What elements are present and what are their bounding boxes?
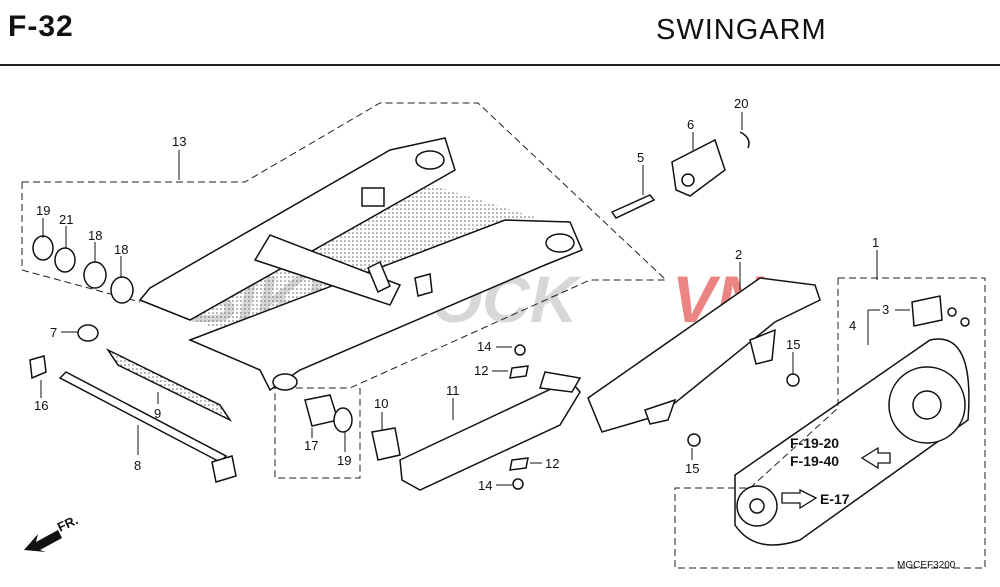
frame-swingarm-left bbox=[21, 182, 141, 303]
swingarm-bracket bbox=[367, 260, 391, 294]
callout-21: 21 bbox=[59, 212, 73, 227]
circlip-21 bbox=[54, 247, 76, 273]
master-link-3 bbox=[911, 295, 943, 327]
adjuster-plate-6 bbox=[671, 138, 726, 197]
adjuster-bolt-5 bbox=[610, 194, 656, 219]
bolt-15-lower bbox=[687, 433, 701, 447]
driven-sprocket bbox=[888, 366, 966, 444]
pivot-bolt-head bbox=[211, 455, 237, 483]
seal-19-left bbox=[32, 235, 54, 261]
ref-arrow-f19 bbox=[860, 446, 891, 470]
driven-sprocket-hub bbox=[912, 390, 942, 420]
adjuster-hole bbox=[681, 173, 695, 187]
swingarm-pivot-boss bbox=[272, 373, 298, 391]
callout-14-upper: 14 bbox=[477, 339, 491, 354]
frame-swingarm-assy bbox=[22, 102, 668, 479]
clip-12-lower bbox=[509, 457, 529, 471]
link-pin-b bbox=[960, 317, 970, 327]
callout-18-b: 18 bbox=[114, 242, 128, 257]
swingarm-bracket-2 bbox=[414, 273, 433, 297]
drive-chain-assy bbox=[734, 295, 970, 546]
reference-codes: F-19-20 F-19-40 E-17 bbox=[790, 435, 850, 507]
swingarm-stopper bbox=[361, 187, 385, 207]
seal-19-right bbox=[333, 407, 353, 433]
callout-11: 11 bbox=[446, 383, 460, 398]
swingarm-cross-member bbox=[253, 234, 402, 306]
front-arrow-icon bbox=[24, 530, 62, 552]
page-title: SWINGARM bbox=[656, 14, 827, 46]
ref-f-19-40: F-19-40 bbox=[790, 453, 839, 469]
callout-12-upper: 12 bbox=[474, 363, 488, 378]
link-pin-a bbox=[947, 307, 957, 317]
callout-10: 10 bbox=[374, 396, 388, 411]
pivot-nut bbox=[29, 355, 47, 380]
bearing-18-b bbox=[110, 276, 134, 304]
adjuster-clip-20 bbox=[739, 131, 750, 149]
drive-sprocket-hub bbox=[749, 498, 765, 514]
callout-13: 13 bbox=[172, 134, 186, 149]
clip-12-upper bbox=[509, 365, 529, 379]
callout-3: 3 bbox=[882, 302, 889, 317]
chain-case-mount bbox=[644, 398, 677, 425]
callout-16: 16 bbox=[34, 398, 48, 413]
bolt-15-upper bbox=[786, 373, 800, 387]
reference-arrows bbox=[781, 446, 891, 510]
callout-19-right: 19 bbox=[337, 453, 351, 468]
ref-e-17: E-17 bbox=[820, 491, 850, 507]
callout-20: 20 bbox=[734, 96, 748, 111]
swingarm bbox=[138, 137, 583, 392]
group-frames bbox=[21, 102, 986, 569]
callout-14-lower: 14 bbox=[478, 478, 492, 493]
callout-15-lower: 15 bbox=[685, 461, 699, 476]
chain-slider-body bbox=[399, 379, 581, 491]
chain-case-body bbox=[587, 277, 821, 433]
callout-15-upper: 15 bbox=[786, 337, 800, 352]
chain-slider-bracket bbox=[539, 371, 582, 393]
chain-slider bbox=[399, 344, 582, 491]
front-arrow: FR. bbox=[24, 512, 80, 552]
pivot-shaft bbox=[58, 371, 228, 463]
drawing-code: MGCEF3200 bbox=[897, 560, 956, 571]
callout-2: 2 bbox=[735, 247, 742, 262]
chain-case-mount-2 bbox=[749, 328, 776, 365]
drive-sprocket bbox=[736, 485, 778, 527]
pivot-parts bbox=[29, 235, 401, 483]
callout-6: 6 bbox=[687, 117, 694, 132]
swingarm-lower-arm bbox=[188, 219, 583, 392]
callout-12-lower: 12 bbox=[545, 456, 559, 471]
drive-chain-loop bbox=[734, 338, 970, 546]
callouts: 13 19 21 18 18 7 16 9 8 17 19 10 11 14 1… bbox=[34, 96, 889, 493]
pivot-collar bbox=[105, 348, 233, 422]
callout-19-left: 19 bbox=[36, 203, 50, 218]
callout-17: 17 bbox=[304, 438, 318, 453]
needle-bearing-17 bbox=[304, 394, 339, 427]
ref-arrow-e17 bbox=[781, 488, 818, 510]
callout-4: 4 bbox=[849, 318, 856, 333]
bolt-14-lower bbox=[512, 478, 524, 490]
swingarm-axle-slot-upper bbox=[415, 150, 445, 170]
frame-chain-assy bbox=[674, 277, 986, 569]
swingarm-upper-arm bbox=[138, 137, 456, 321]
callout-8: 8 bbox=[134, 458, 141, 473]
bolt-14-upper bbox=[514, 344, 526, 356]
callout-18-a: 18 bbox=[88, 228, 102, 243]
front-label: FR. bbox=[55, 512, 80, 534]
collar-10 bbox=[371, 427, 401, 461]
callout-5: 5 bbox=[637, 150, 644, 165]
chain-case bbox=[587, 277, 821, 447]
leader-lines bbox=[40, 112, 910, 486]
bearing-18-a bbox=[83, 261, 107, 289]
callout-9: 9 bbox=[154, 406, 161, 421]
swingarm-axle-slot-lower bbox=[545, 233, 575, 253]
chain-adjuster bbox=[610, 131, 750, 219]
callout-1: 1 bbox=[872, 235, 879, 250]
page-code: F-32 bbox=[8, 10, 74, 43]
header-divider bbox=[0, 64, 1000, 66]
dust-seal-collar bbox=[77, 324, 99, 342]
callout-7: 7 bbox=[50, 325, 57, 340]
ref-f-19-20: F-19-20 bbox=[790, 435, 839, 451]
